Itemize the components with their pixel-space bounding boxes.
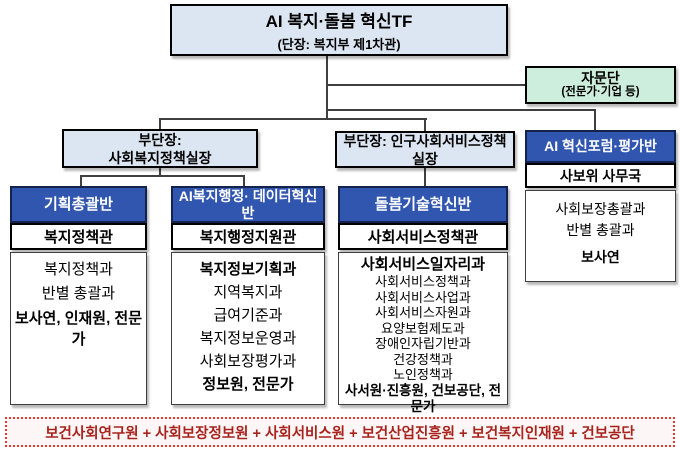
connector-deputies-horizontal [159, 118, 427, 120]
connector-col1-stub [80, 175, 82, 187]
member-line: 지역복지과 [213, 284, 283, 301]
participating-institutions-banner: 보건사회연구원 + 사회보장정보원 + 사회서비스원 + 보건산업진흥원 + 보… [5, 417, 675, 447]
member-line: 사서원·진흥원, 건보공단, 전문가 [344, 382, 502, 414]
col1-header: 기획총괄반 [10, 186, 147, 223]
member-line: 사회서비스일자리과 [360, 256, 486, 273]
col1-officer: 복지정책관 [10, 223, 147, 250]
member-line: 사회서비스사업과 [375, 289, 471, 305]
col3-header: 돌봄기술혁신반 [338, 186, 508, 223]
col2-members: 복지정보기획과 지역복지과 급여기준과 복지정보운영과 사회보장평가과 정보원,… [171, 252, 325, 405]
deputy-social-welfare-box: 부단장: 사회복지정책실장 [62, 129, 258, 168]
col1-members: 복지정책과 반별 총괄과 보사연, 인재원, 전문가 [10, 252, 147, 405]
connector-advisory-horizontal [326, 84, 526, 86]
forum-members: 사회보장총괄과 반별 총괄과 보사연 [525, 190, 676, 282]
tf-title-box: AI 복지·돌봄 혁신TF (단장: 복지부 제1차관) [170, 4, 508, 56]
connector-trunk-vertical [326, 56, 328, 120]
connector-deputy1-split [80, 175, 245, 177]
connector-col2-stub [243, 175, 245, 187]
advisory-subtitle: (전문가·기업 등) [561, 86, 640, 98]
member-line: 복지정보운영과 [199, 330, 297, 347]
connector-deputy1-stub [159, 118, 161, 130]
advisory-group-box: 자문단 (전문가·기업 등) [525, 66, 676, 104]
connector-deputy1-down [159, 167, 161, 176]
member-line: 급여기준과 [213, 307, 283, 324]
member-line: 복지정보기획과 [199, 261, 297, 278]
member-line: 장애인자립기반과 [375, 336, 471, 351]
tf-leader: (단장: 복지부 제1차관) [277, 37, 401, 52]
member-line: 사회보장총괄과 [555, 201, 646, 217]
member-line: 노인정책과 [393, 367, 453, 382]
member-line: 정보원, 전문가 [202, 376, 294, 393]
connector-forum-horizontal [326, 109, 596, 111]
connector-forum-vertical [594, 109, 596, 131]
col2-header: AI복지행정· 데이터혁신반 [171, 186, 325, 223]
col3-officer: 사회서비스정책관 [338, 223, 508, 250]
deputy-population-services-box: 부단장: 인구사회서비스정책실장 [335, 131, 515, 168]
forum-header: AI 혁신포럼·평가반 [525, 130, 676, 163]
member-line: 보사연, 인재원, 전문가 [14, 310, 143, 348]
member-line: 사회서비스자원과 [375, 305, 471, 320]
member-line: 건강정책과 [393, 351, 453, 367]
member-line: 보사연 [581, 249, 620, 265]
member-line: 반별 총괄과 [566, 222, 635, 238]
member-line: 사회보장평가과 [199, 353, 297, 370]
member-line: 반별 총괄과 [41, 285, 116, 302]
member-line: 복지정책과 [43, 261, 113, 278]
advisory-title: 자문단 [581, 70, 620, 86]
forum-officer: 사보위 사무국 [525, 163, 676, 188]
connector-col3-stub [424, 167, 426, 187]
member-line: 요양보험제도과 [381, 320, 465, 336]
col2-officer: 복지행정지원관 [171, 223, 325, 250]
tf-title: AI 복지·돌봄 혁신TF [265, 12, 413, 31]
col3-members: 사회서비스일자리과 사회서비스정책과 사회서비스사업과 사회서비스자원과 요양보… [338, 252, 508, 414]
connector-deputy2-stub [424, 118, 426, 132]
member-line: 사회서비스정책과 [375, 274, 471, 289]
